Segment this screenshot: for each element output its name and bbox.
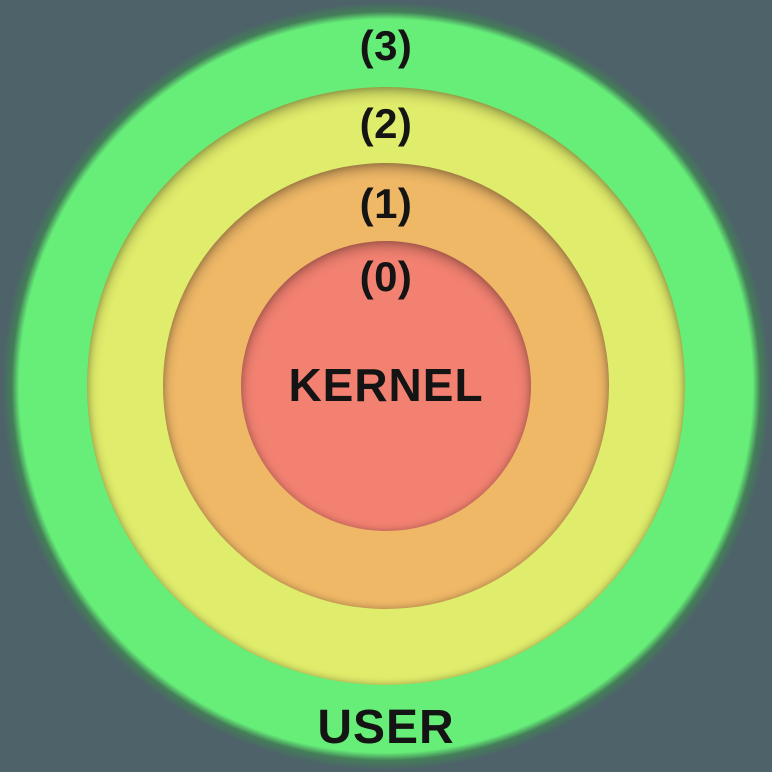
ring-3-label: (3) xyxy=(359,22,413,69)
ring-0-circle xyxy=(241,241,531,531)
ring-2-label: (2) xyxy=(359,100,413,147)
ring-1-label: (1) xyxy=(359,180,413,227)
ring-0-label: (0) xyxy=(359,253,413,300)
kernel-label: KERNEL xyxy=(288,359,484,411)
user-label: USER xyxy=(317,701,455,754)
